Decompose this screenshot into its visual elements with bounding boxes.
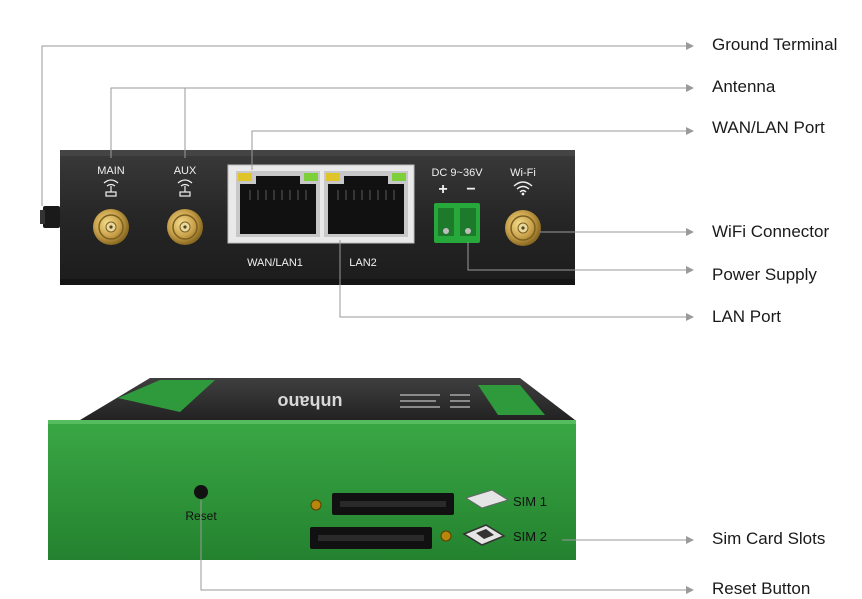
antenna-icon xyxy=(103,179,119,197)
ground-terminal xyxy=(40,206,60,228)
sim1-label: SIM 1 xyxy=(513,494,547,509)
callout-ground-terminal: Ground Terminal xyxy=(712,35,838,54)
lan2-port xyxy=(324,171,408,237)
leader-ground xyxy=(41,45,686,206)
minus-sign: − xyxy=(466,181,475,198)
ethernet-port-block xyxy=(227,164,415,244)
aux-label: AUX xyxy=(174,165,197,177)
callout-power-supply: Power Supply xyxy=(712,265,817,284)
callout-wifi-connector: WiFi Connector xyxy=(712,222,830,241)
sim-card-icon xyxy=(464,489,510,509)
dc-label: DC 9~36V xyxy=(431,167,483,179)
dc-power-connector: DC 9~36V + − xyxy=(431,167,483,243)
port2-label: LAN2 xyxy=(349,257,377,269)
wifi-connector: Wi-Fi xyxy=(505,167,541,246)
leader-antenna xyxy=(110,87,686,158)
sim-card-icon xyxy=(462,524,506,546)
sim2-slot: SIM 2 xyxy=(310,524,547,549)
sim1-slot: SIM 1 xyxy=(310,489,547,515)
brand-label: unhano xyxy=(278,392,343,412)
leader-reset xyxy=(200,500,686,591)
aux-antenna-connector: AUX xyxy=(167,165,203,245)
sim2-label: SIM 2 xyxy=(513,529,547,544)
leader-lines xyxy=(41,45,686,591)
leader-wanlan xyxy=(251,130,686,170)
antenna-icon xyxy=(177,179,193,197)
main-label: MAIN xyxy=(97,165,125,177)
leader-power xyxy=(467,242,686,271)
callout-reset-button: Reset Button xyxy=(712,579,811,598)
wan-lan1-port xyxy=(236,171,320,237)
front-panel: MAIN AUX xyxy=(40,150,575,285)
plus-sign: + xyxy=(438,181,447,198)
callout-wan-lan-port: WAN/LAN Port xyxy=(712,118,825,137)
leader-lan xyxy=(339,240,686,318)
main-antenna-connector: MAIN xyxy=(93,165,129,245)
port1-label: WAN/LAN1 xyxy=(247,257,303,269)
wifi-label: Wi-Fi xyxy=(510,167,536,179)
callout-lan-port: LAN Port xyxy=(712,307,781,326)
callout-antenna: Antenna xyxy=(712,77,776,96)
leader-arrowheads xyxy=(686,42,694,594)
wifi-icon xyxy=(513,181,533,193)
callout-sim-card-slots: Sim Card Slots xyxy=(712,529,826,548)
side-panel: unhano Reset SIM 1 xyxy=(48,378,576,560)
